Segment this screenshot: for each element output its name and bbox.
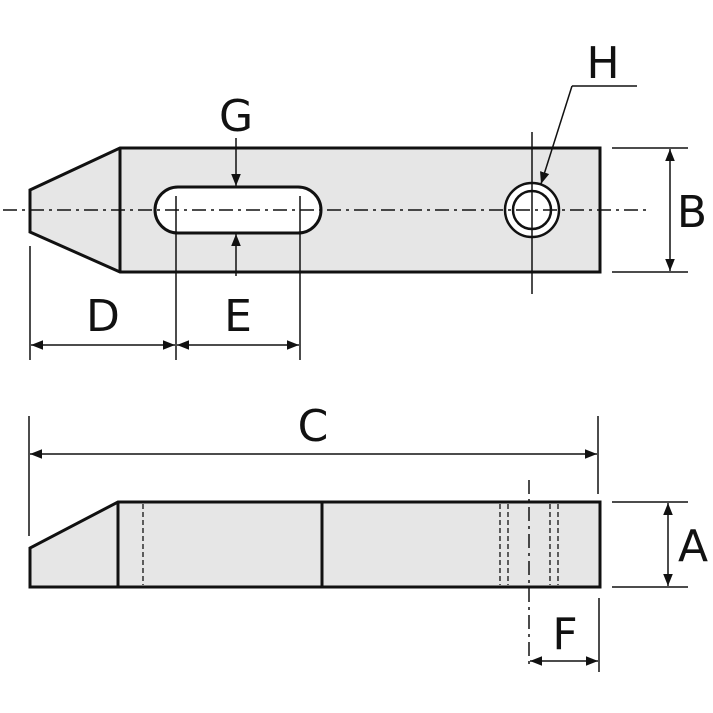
label-g: G xyxy=(219,91,253,142)
label-f: F xyxy=(552,609,577,660)
label-d: D xyxy=(86,291,120,342)
label-e: E xyxy=(224,291,252,342)
dimension-h: H xyxy=(540,38,637,185)
label-h: H xyxy=(586,38,619,89)
dimension-a: A xyxy=(612,501,708,588)
label-c: C xyxy=(298,401,329,452)
dimension-f: F xyxy=(530,598,600,672)
top-view xyxy=(3,132,648,294)
dim-h-leader-arrow xyxy=(540,85,573,185)
side-view-body xyxy=(28,500,602,589)
dimension-g: G xyxy=(219,91,253,276)
dimension-c: C xyxy=(28,401,599,536)
label-a: A xyxy=(678,521,708,572)
dimension-d-e: D E xyxy=(29,196,301,360)
label-b: B xyxy=(677,187,707,238)
side-view xyxy=(28,480,602,668)
dimension-b: B xyxy=(612,147,707,273)
